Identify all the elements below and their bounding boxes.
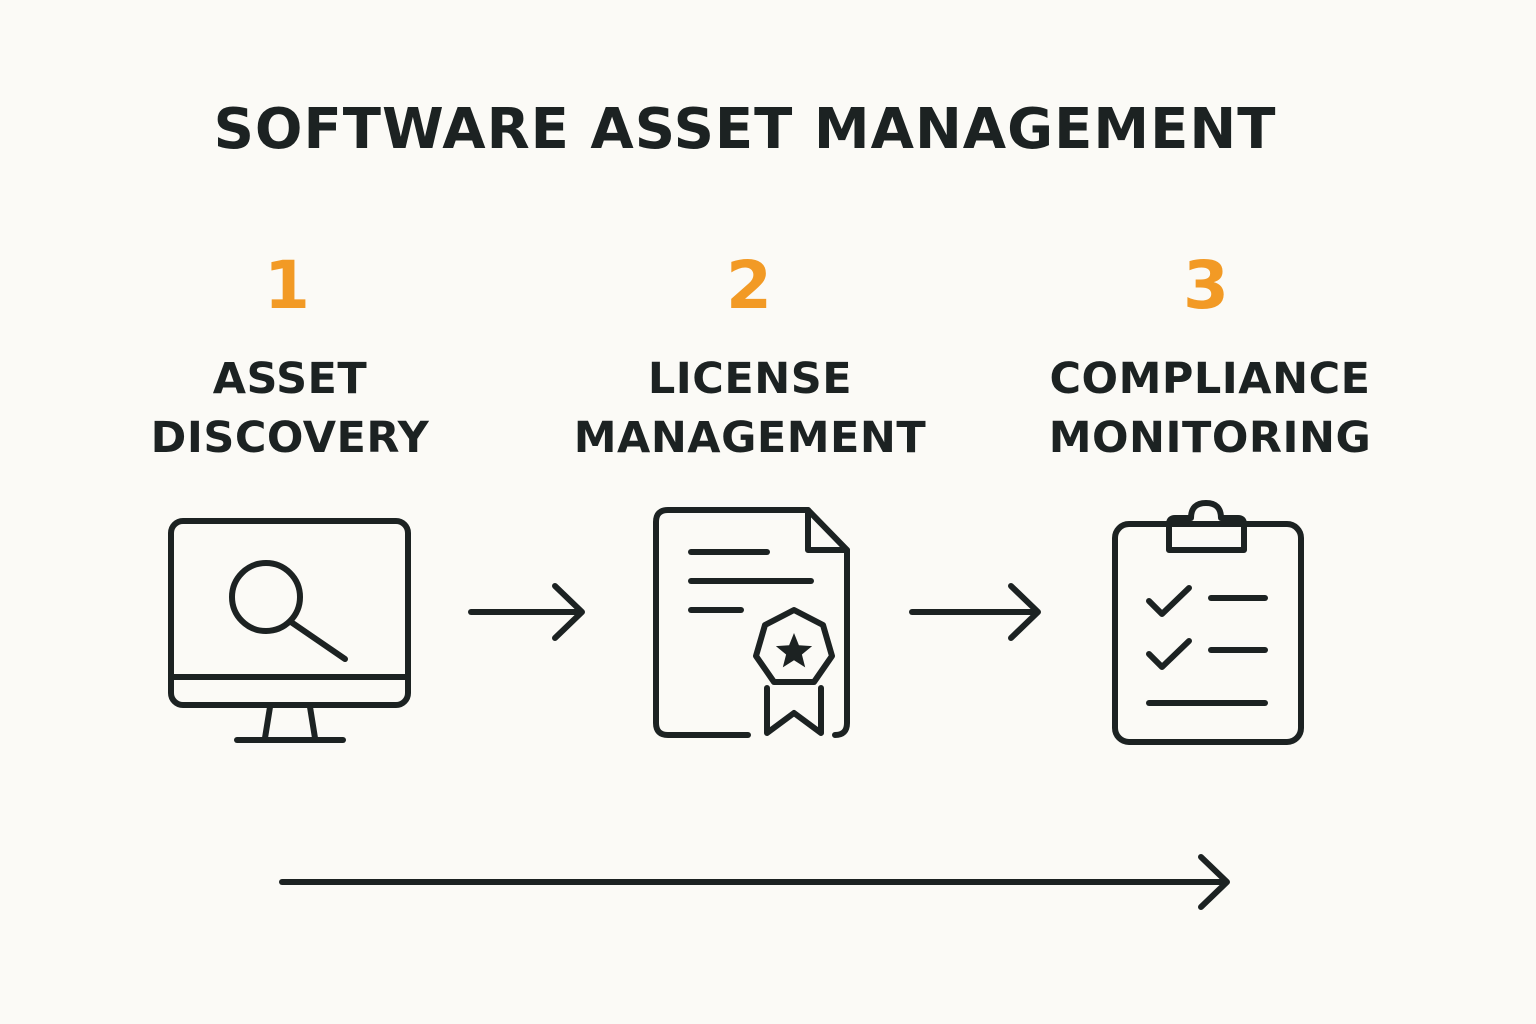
step-label: ASSET DISCOVERY: [80, 350, 500, 468]
step-number: 2: [726, 247, 772, 324]
monitor-search-icon: [168, 518, 411, 743]
step-label-line: COMPLIANCE: [1049, 354, 1371, 404]
step-label-line: LICENSE: [647, 354, 853, 404]
step-label-line: MONITORING: [1048, 413, 1372, 463]
step-label-line: ASSET: [212, 354, 368, 404]
step-label: LICENSE MANAGEMENT: [540, 350, 960, 468]
step-label-line: DISCOVERY: [150, 413, 430, 463]
step-label: COMPLIANCE MONITORING: [1000, 350, 1420, 468]
clipboard-checklist-icon: [1112, 500, 1304, 745]
step-number: 1: [264, 247, 310, 324]
timeline-arrow-icon: [279, 854, 1230, 910]
diagram-title: SOFTWARE ASSET MANAGEMENT: [213, 97, 1277, 162]
star-icon: [775, 633, 813, 668]
arrow-right-icon: [468, 583, 585, 641]
arrow-right-icon: [909, 583, 1041, 641]
license-certificate-icon: [653, 507, 850, 738]
step-label-line: MANAGEMENT: [573, 413, 927, 463]
step-number: 3: [1183, 247, 1229, 324]
